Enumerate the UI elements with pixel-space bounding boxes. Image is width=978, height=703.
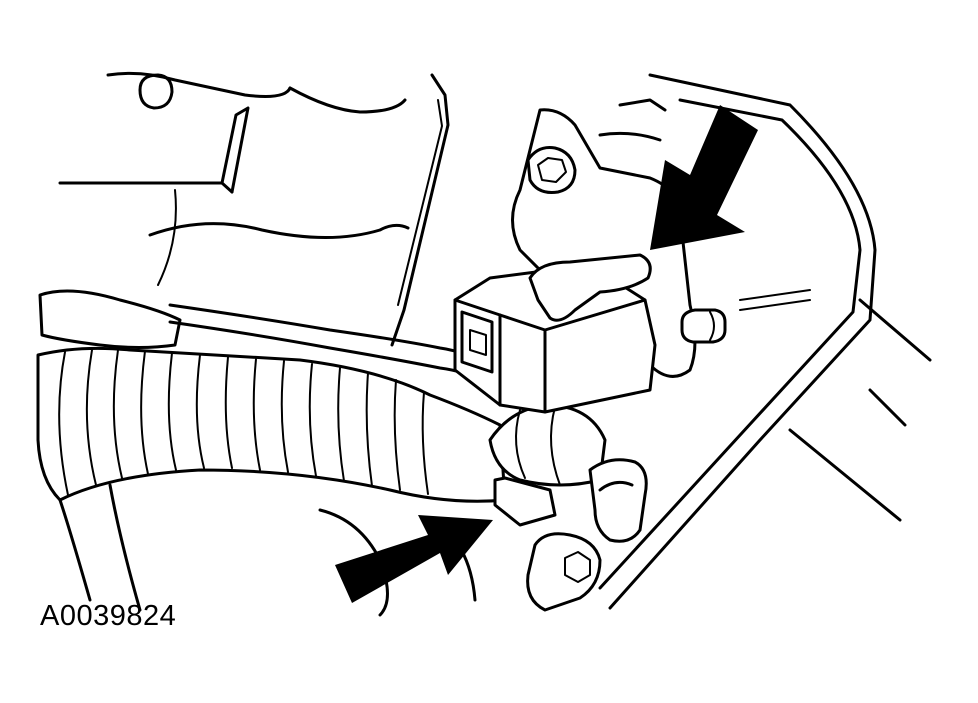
- upper-arrow: [650, 105, 758, 250]
- connector-retaining-clip: [493, 458, 648, 612]
- electrical-connector: [453, 263, 657, 414]
- engine-bracket: [58, 71, 410, 286]
- mounting-bracket: [511, 98, 697, 378]
- control-rod: [390, 73, 450, 347]
- side-panel: [598, 73, 932, 610]
- locating-pin: [680, 308, 727, 344]
- connector-lock-tab: [528, 253, 652, 322]
- wiring-conduit: [36, 346, 507, 612]
- figure-caption: A0039824: [40, 600, 177, 632]
- lower-arrow: [335, 515, 493, 603]
